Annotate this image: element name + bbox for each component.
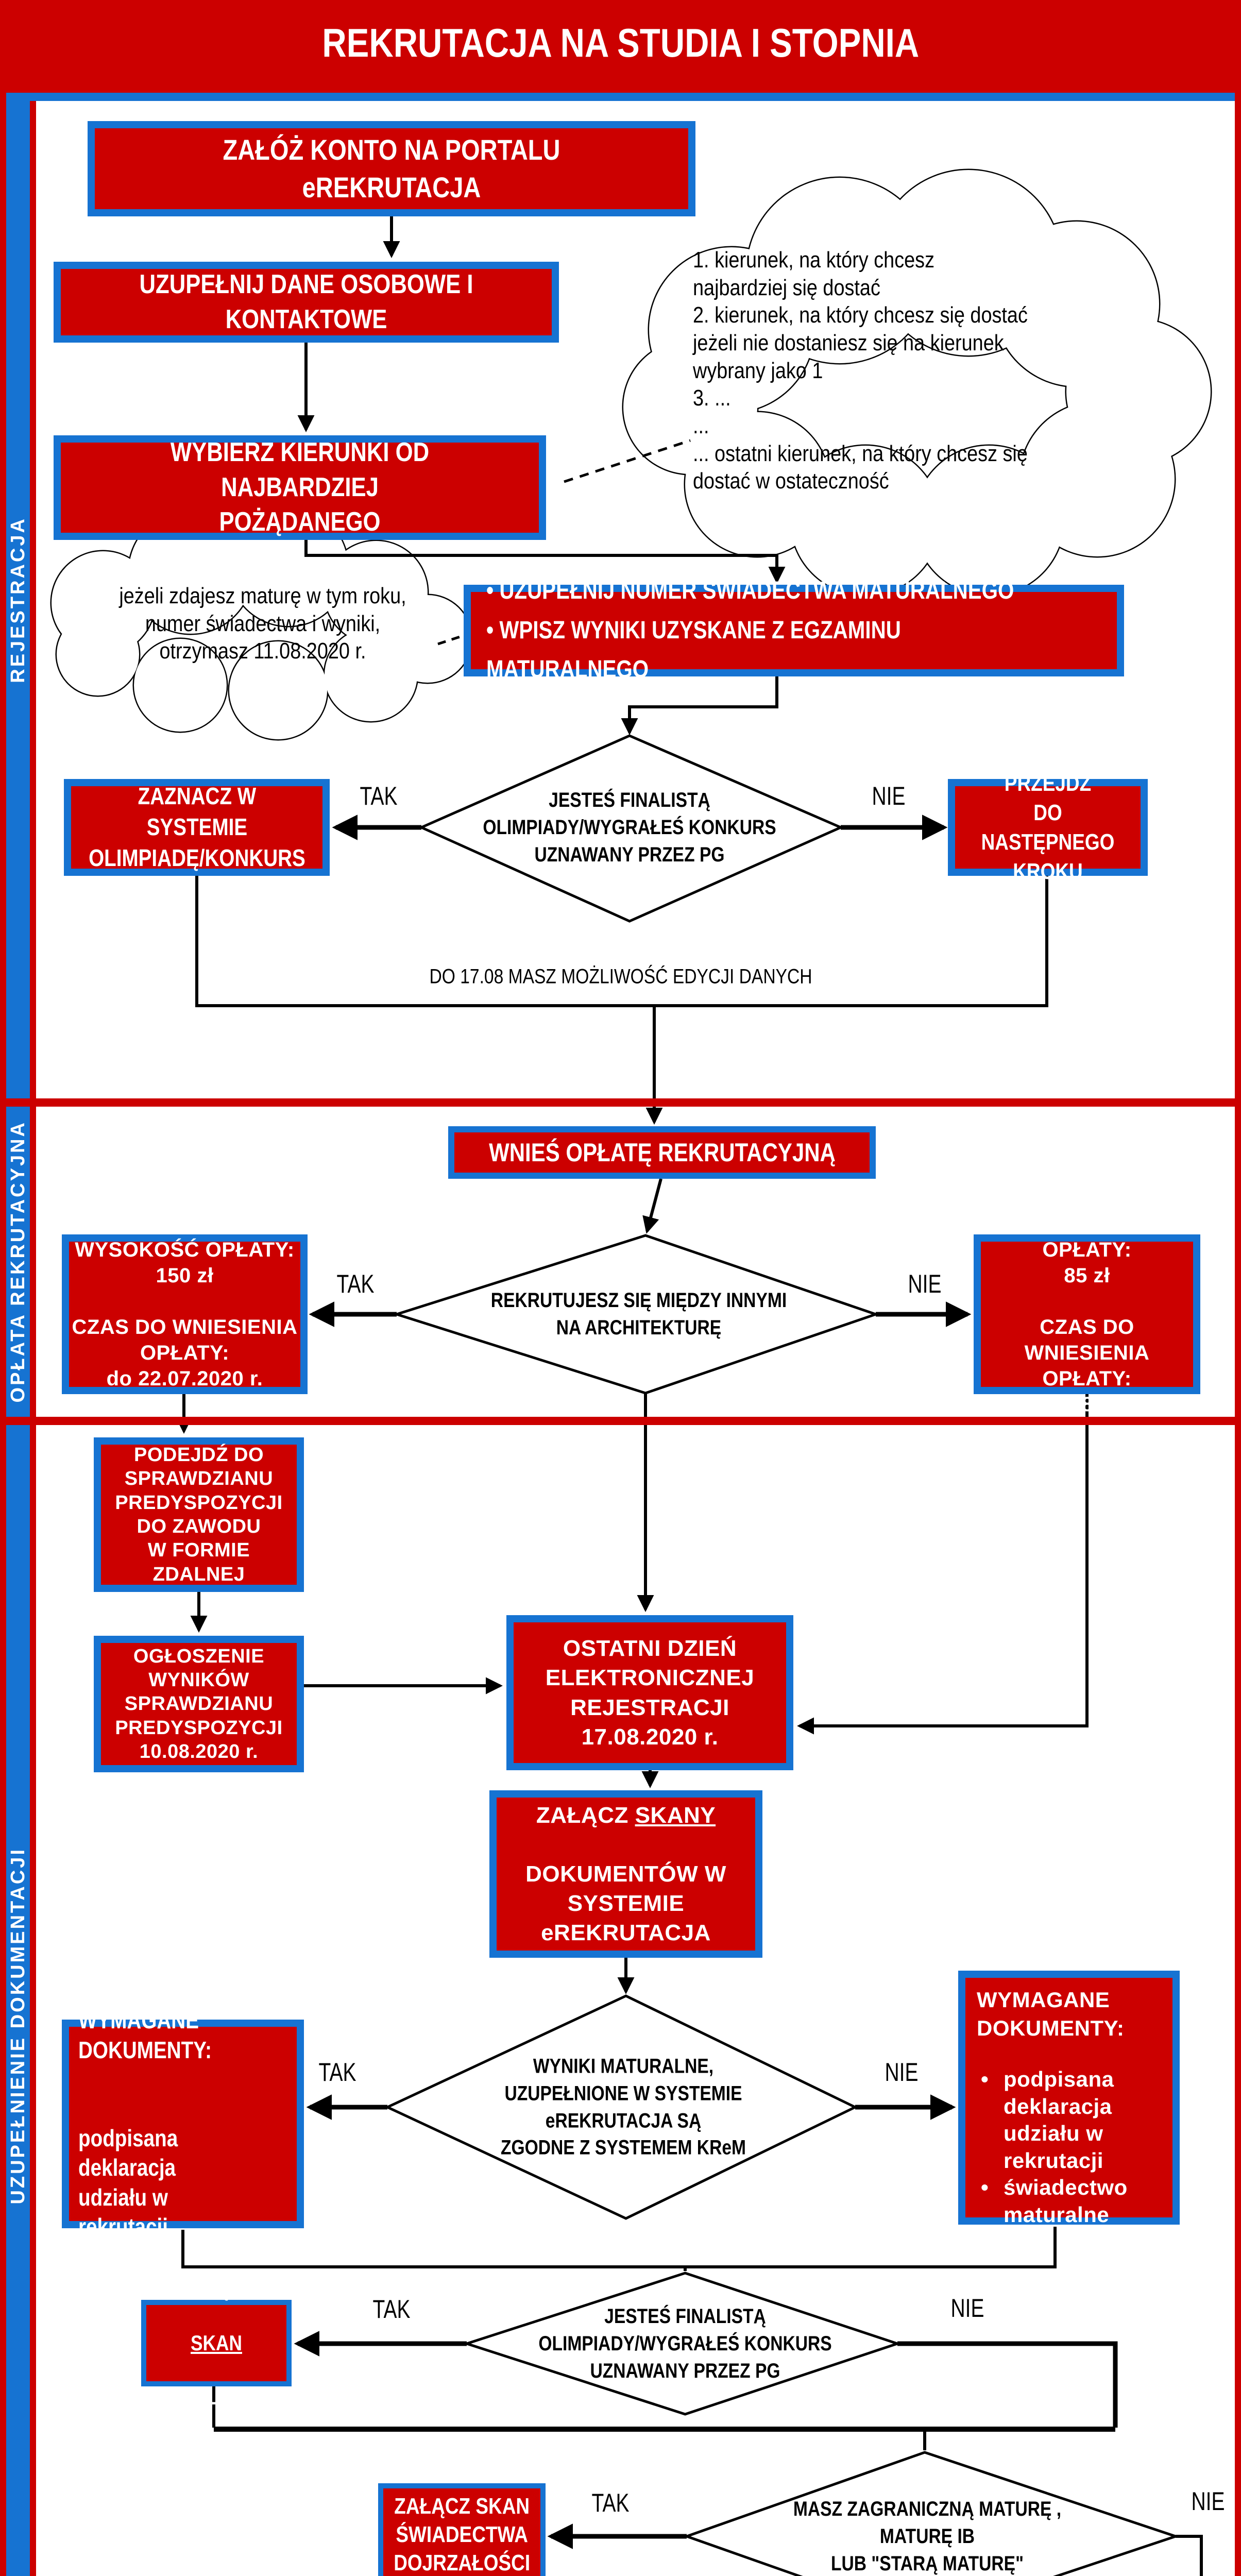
question-architecture: REKRUTUJESZ SIĘ MIĘDZY INNYMI NA ARCHITE… [490, 1289, 787, 1339]
step-attach-certificate: ZAŁĄCZ SKAN ŚWIADECTWA DOJRZAŁOŚCI [378, 2483, 546, 2576]
info-required-docs-right: WYMAGANE DOKUMENTY: podpisana deklaracja… [958, 1971, 1180, 2228]
dashed-link-majors [564, 439, 691, 483]
info-fee-150: WYSOKOŚĆ OPŁATY: 150 zł CZAS DO WNIESIEN… [62, 1234, 308, 1394]
step-matura-numbers: • UZUPEŁNIJ NUMER ŚWIADECTWA MATURALNEGO… [464, 577, 1124, 683]
attach-scans-pre: ZAŁĄCZ [536, 1802, 635, 1828]
diamond-architecture [392, 1234, 880, 1395]
majors-cloud-shape [622, 168, 1212, 597]
sidebar-label: UZUPEŁNIENIE DOKUMENTACJI [7, 1847, 29, 2205]
frame-left [0, 0, 6, 2576]
required-docs-body: podpisana deklaracja udziału w rekrutacj… [78, 2124, 178, 2241]
required-doc-item: podpisana deklaracja udziału w rekrutacj… [977, 2066, 1161, 2174]
question-krem: WYNIKI MATURALNE, UZUPEŁNIONE W SYSTEMIE… [500, 2055, 746, 2159]
page-title: REKRUTACJA NA STUDIA I STOPNIA [322, 20, 919, 65]
attach-scans-rest: DOKUMENTÓW W SYSTEMIE eREKRUTACJA [525, 1861, 726, 1946]
majors-cloud-text: 1. kierunek, na który chcesz najbardziej… [693, 247, 1028, 494]
sidebar-section-uzupelnienie: UZUPEŁNIENIE DOKUMENTACJI [6, 1425, 30, 2576]
edit-deadline-note: DO 17.08 MASZ MOŻLIWOŚĆ EDYCJI DANYCH [429, 965, 812, 988]
info-required-docs-left: WYMAGANE DOKUMENTY: podpisana deklaracja… [62, 2007, 304, 2240]
step-personal-data: UZUPEŁNIJ DANE OSOBOWE I KONTAKTOWE [54, 262, 559, 343]
required-docs-title: WYMAGANE DOKUMENTY: [78, 2007, 212, 2063]
dashed-link-matura [437, 633, 467, 646]
question-finalist-1: JESTEŚ FINALISTĄ OLIMPIADY/WYGRAŁEŚ KONK… [483, 788, 776, 866]
step-next-step: PRZEJDŹ DO NASTĘPNEGO KROKU [948, 771, 1148, 884]
label-yes: TAK [360, 782, 398, 810]
sidebar-label: OPŁATA REKRUTACYJNA [7, 1121, 29, 1403]
label-no: NIE [885, 2058, 919, 2087]
banner-underline [6, 93, 1235, 101]
step-pay-fee: WNIEŚ OPŁATĘ REKRUTACYJNĄ [448, 1126, 876, 1179]
attach-diploma-line1: ZAŁĄCZ [180, 2276, 253, 2301]
label-no: NIE [872, 782, 906, 810]
section-divider-1 [6, 1098, 1235, 1107]
required-doc-item: świadectwo maturalne [977, 2174, 1161, 2228]
sidebar-label: REJESTRACJA [7, 516, 29, 683]
connectors [175, 216, 1203, 2576]
question-foreign-matura: MASZ ZAGRANICZNĄ MATURĘ , MATURĘ IB LUB … [793, 2497, 1062, 2575]
attach-diploma-line3: DYPLOMU [171, 2384, 262, 2409]
label-yes: TAK [336, 1269, 375, 1298]
sidebar-section-rejestracja: REJESTRACJA [6, 101, 30, 1098]
step-create-account: ZAŁÓŻ KONTO NA PORTALU eREKRUTACJA [88, 121, 695, 216]
title-banner: REKRUTACJA NA STUDIA I STOPNIA [0, 0, 1241, 93]
label-yes: TAK [372, 2295, 411, 2324]
matura-cloud-shape [50, 506, 473, 741]
attach-diploma-underlined: SKAN [191, 2330, 242, 2355]
attach-scans-underlined: SKANY [635, 1802, 716, 1828]
label-no: NIE [908, 1269, 942, 1298]
label-no: NIE [1191, 2487, 1225, 2516]
step-choose-majors: WYBIERZ KIERUNKI OD NAJBARDZIEJ POŻĄDANE… [54, 435, 546, 540]
question-finalist-2: JESTEŚ FINALISTĄ OLIMPIADY/WYGRAŁEŚ KONK… [538, 2304, 832, 2382]
label-yes: TAK [318, 2058, 356, 2087]
step-last-registration-day: OSTATNI DZIEŃ ELEKTRONICZNEJ REJESTRACJI… [506, 1615, 793, 1770]
sidebar-section-oplata: OPŁATA REKRUTACYJNA [6, 1107, 30, 1417]
step-attach-scans: ZAŁĄCZ SKANY DOKUMENTÓW W SYSTEMIE eREKR… [489, 1790, 762, 1958]
label-no: NIE [950, 2294, 984, 2323]
step-aptitude-results: OGŁOSZENIE WYNIKÓW SPRAWDZIANU PREDYSPOZ… [94, 1636, 304, 1772]
diamond-finalist-2 [462, 2272, 902, 2416]
sidebar-rule [30, 101, 36, 2576]
matura-cloud-text: jeżeli zdajesz maturę w tym roku, numer … [119, 583, 406, 664]
diamond-finalist-1 [418, 734, 844, 923]
info-fee-85: WYSOKOŚĆ OPŁATY: 85 zł CZAS DO WNIESIENI… [974, 1213, 1200, 1416]
label-yes: TAK [591, 2488, 630, 2517]
frame-top [0, 0, 1241, 6]
step-attach-diploma: ZAŁĄCZ SKAN DYPLOMU [141, 2277, 292, 2409]
step-aptitude-test: PODEJDŹ DO SPRAWDZIANU PREDYSPOZYCJI DO … [94, 1437, 304, 1592]
required-docs-title: WYMAGANE DOKUMENTY: [977, 1988, 1125, 2040]
section-divider-2 [6, 1417, 1235, 1425]
step-mark-olympiad: ZAZNACZ W SYSTEMIE OLIMPIADĘ/KONKURS [64, 779, 330, 876]
diamond-krem [384, 1994, 858, 2220]
diamond-foreign-matura [683, 2451, 1180, 2576]
frame-right [1235, 0, 1241, 2576]
